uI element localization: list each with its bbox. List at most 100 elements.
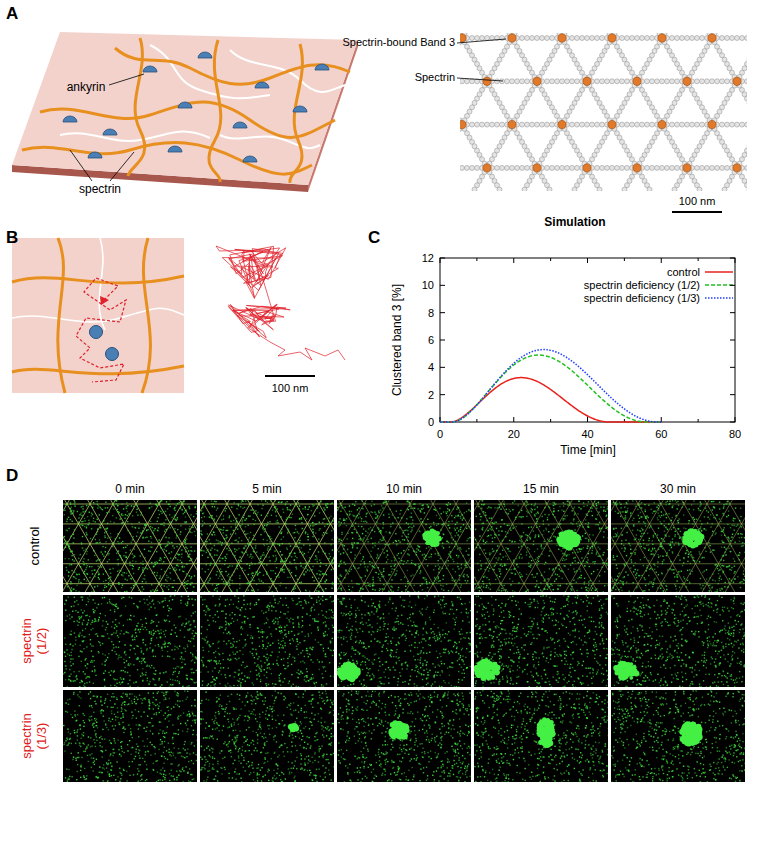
band3-dot xyxy=(122,541,123,542)
scale-bar xyxy=(265,375,315,377)
spectrin-line xyxy=(159,584,171,592)
band3-dot xyxy=(131,542,132,543)
axis-tick xyxy=(440,394,445,395)
band3-dot xyxy=(251,564,252,565)
band3-dot xyxy=(86,534,87,535)
band3-dot xyxy=(97,571,98,572)
axis-tick xyxy=(513,417,514,422)
band3-dot xyxy=(292,514,293,515)
band3-dot xyxy=(236,589,237,590)
band3-dot xyxy=(181,549,182,550)
band3-dot xyxy=(223,518,224,519)
spectrin-line xyxy=(194,584,198,592)
band3-dot xyxy=(93,502,94,503)
band3-dot xyxy=(122,584,123,585)
spectrin-bead xyxy=(595,165,600,170)
band3-dot xyxy=(290,510,291,511)
spectrin-line xyxy=(285,564,297,584)
spectrin-strand xyxy=(209,40,221,182)
spectrin-bead xyxy=(520,79,525,84)
simulation-lattice xyxy=(460,33,747,191)
band3-dot xyxy=(97,528,98,529)
band3-dot xyxy=(212,534,213,535)
band3-particle xyxy=(733,77,741,85)
band3-dot xyxy=(91,591,92,592)
spectrin-strand xyxy=(290,44,303,183)
band3-dot xyxy=(302,551,303,552)
spectrin-bead xyxy=(625,36,630,41)
ankyrin-symbol xyxy=(103,129,117,135)
band3-dot xyxy=(146,530,147,531)
spectrin-bead xyxy=(720,165,725,170)
band3-dot xyxy=(186,521,187,522)
band3-dot xyxy=(294,532,295,533)
band3-dot xyxy=(107,523,108,524)
band3-dot xyxy=(312,577,313,578)
band3-dot xyxy=(221,519,222,520)
band3-dot xyxy=(113,505,114,506)
band3-dot xyxy=(273,581,274,582)
band3-dot xyxy=(210,565,211,566)
band3-dot xyxy=(188,555,189,556)
band3-dot xyxy=(204,504,205,505)
band3-dot xyxy=(74,506,75,507)
axis-tick xyxy=(440,285,445,286)
band3-particle xyxy=(683,164,691,172)
band3-dot xyxy=(116,500,117,501)
band3-dot xyxy=(122,575,123,576)
band3-dot xyxy=(71,570,72,571)
band3-dot xyxy=(84,526,85,527)
band3-dot xyxy=(309,545,310,546)
spectrin-line xyxy=(182,543,197,544)
band3-dot xyxy=(104,537,105,538)
leader-line xyxy=(457,39,506,43)
band3-dot xyxy=(206,550,207,551)
band3-dot xyxy=(214,589,215,590)
band3-dot xyxy=(204,591,205,592)
band3-dot xyxy=(137,514,138,515)
band3-dot xyxy=(87,524,88,525)
band3-dot xyxy=(249,585,250,586)
band3-dot xyxy=(135,561,136,562)
band3-dot xyxy=(219,558,220,559)
band3-dot xyxy=(278,575,279,576)
spectrin-bead xyxy=(635,36,640,41)
spectrin-line xyxy=(182,524,194,544)
band3-dot xyxy=(191,558,192,559)
band3-dot xyxy=(170,558,171,559)
spectrin-line xyxy=(136,500,148,504)
band3-dot xyxy=(190,578,191,579)
spectrin-line xyxy=(250,504,273,505)
band3-dot xyxy=(171,542,172,543)
band3-dot xyxy=(160,557,161,558)
band3-dot xyxy=(294,559,295,560)
band3-dot xyxy=(132,568,133,569)
band3-dot xyxy=(64,510,65,511)
band3-dot xyxy=(171,517,172,518)
axis-tick xyxy=(730,340,735,341)
band3-dot xyxy=(122,522,123,523)
spectrin-bead xyxy=(660,79,665,84)
spectrin-bead xyxy=(545,36,550,41)
spectrin-bead xyxy=(465,79,470,84)
band3-dot xyxy=(320,581,321,582)
band3-dot xyxy=(103,521,104,522)
band3-dot xyxy=(127,511,128,512)
band3-dot xyxy=(87,516,88,517)
band3-dot xyxy=(239,556,240,557)
spectrin-line xyxy=(90,504,113,505)
axis-tick xyxy=(476,419,477,422)
band3-dot xyxy=(207,533,208,534)
band3-dot xyxy=(299,582,300,583)
spectrin-bead xyxy=(630,36,635,41)
band3-dot xyxy=(133,573,134,574)
band3-dot xyxy=(81,521,82,522)
ankyrin-symbol xyxy=(255,82,269,88)
band3-dot xyxy=(263,539,264,540)
data-series xyxy=(440,378,661,422)
band3-dot xyxy=(152,527,153,528)
band3-dot xyxy=(73,510,74,511)
spectrin-bead xyxy=(515,79,520,84)
band3-dot xyxy=(66,570,67,571)
spectrin-bead xyxy=(600,122,605,127)
